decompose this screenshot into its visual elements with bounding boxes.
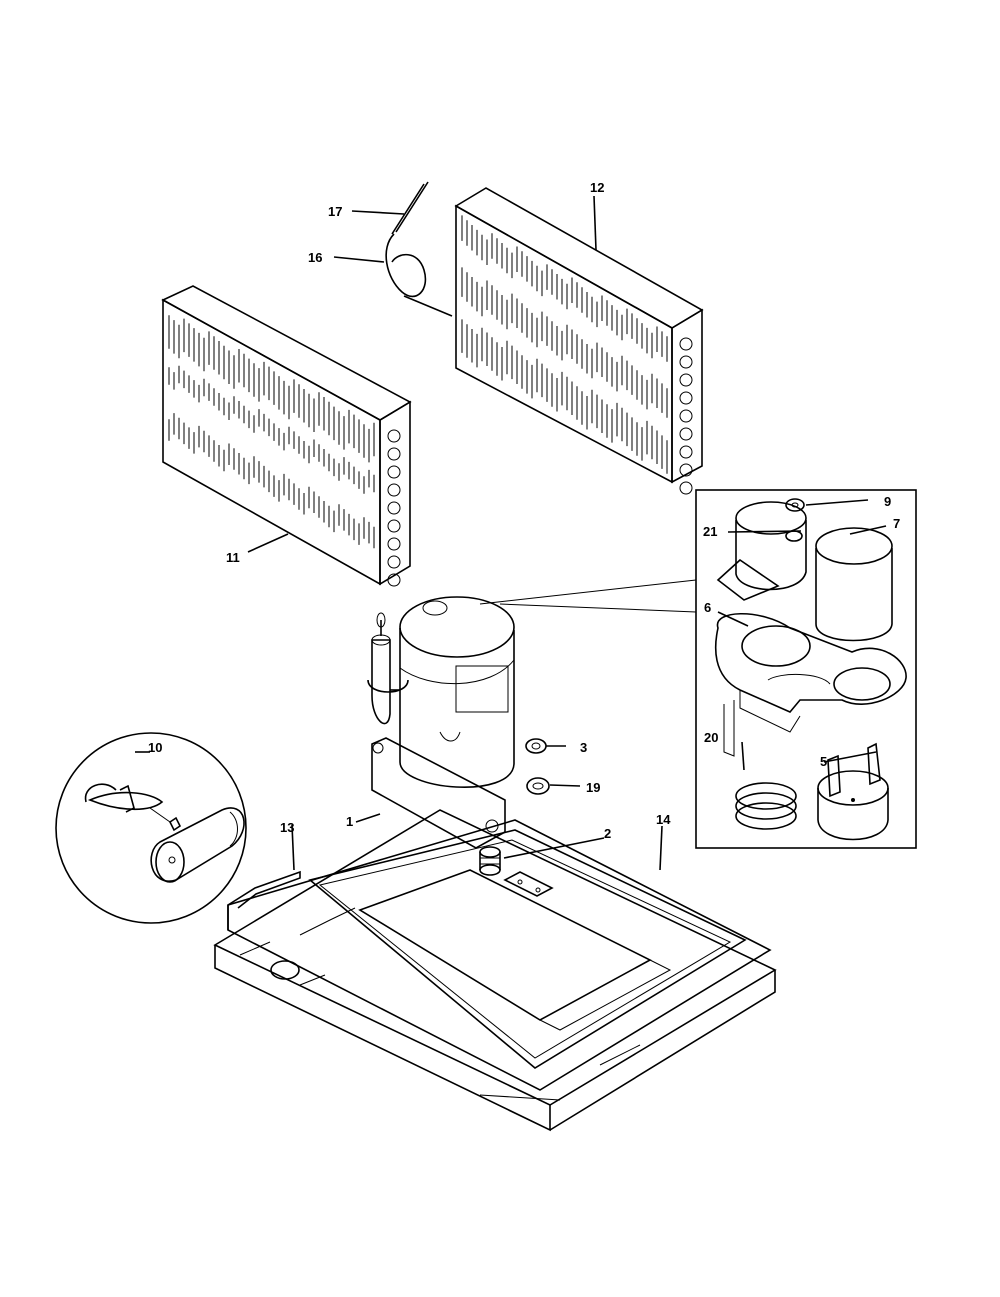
coil-11-tube-bend — [387, 555, 401, 569]
callout-16: 16 — [308, 250, 322, 265]
callout-2: 2 — [604, 826, 611, 841]
callout-6: 6 — [704, 600, 711, 615]
coil-11-tube-bend — [387, 429, 401, 443]
coil-12-tube-bend — [679, 391, 693, 405]
coil-11-tube-bend — [387, 483, 401, 497]
coil-12-tube-bend — [679, 463, 693, 477]
relay-5 — [817, 742, 889, 841]
callout-7: 7 — [893, 516, 900, 531]
coil-12-tube-bend — [679, 337, 693, 351]
coil-11-tube-bend — [387, 519, 401, 533]
spring-mount-2 — [479, 846, 501, 876]
callout-10: 10 — [148, 740, 162, 755]
coil-12-tube-bend — [679, 481, 693, 495]
coil-11-tube-bend — [387, 465, 401, 479]
callout-12: 12 — [590, 180, 604, 195]
callout-14: 14 — [656, 812, 671, 827]
coil-12-tube-bend — [679, 445, 693, 459]
callout-1: 1 — [346, 814, 353, 829]
callout-labels: 17 16 12 11 10 1 2 3 19 13 14 9 21 7 6 2… — [148, 180, 900, 841]
coil-11-tube-bend — [387, 501, 401, 515]
coil-12-tube-bend — [679, 409, 693, 423]
coil-11-tube-bend — [387, 573, 401, 587]
callout-13: 13 — [280, 820, 294, 835]
coil-12-tube-bend — [679, 355, 693, 369]
thermostat-capillary-16-17 — [385, 181, 453, 317]
callout-5: 5 — [820, 754, 827, 769]
callout-9: 9 — [884, 494, 891, 509]
fan-motor-detail-10 — [55, 732, 247, 924]
callout-19: 19 — [586, 780, 600, 795]
coil-11-tube-bend — [387, 537, 401, 551]
callout-20: 20 — [704, 730, 718, 745]
coil-12-tube-bend — [679, 373, 693, 387]
leader-lines — [135, 195, 887, 871]
coil-11-tube-bend — [387, 447, 401, 461]
coil-12-tube-bend — [679, 427, 693, 441]
callout-11: 11 — [226, 550, 240, 565]
clip-20 — [735, 782, 797, 830]
electrical-detail-box — [479, 489, 917, 849]
callout-21: 21 — [703, 524, 717, 539]
callout-3: 3 — [580, 740, 587, 755]
grommet-3 — [525, 738, 547, 754]
callout-17: 17 — [328, 204, 342, 219]
condenser-coil-11 — [161, 285, 412, 587]
base-pan-13-14 — [213, 809, 777, 1132]
washer-19 — [526, 777, 550, 795]
evaporator-coil-12 — [454, 187, 704, 495]
